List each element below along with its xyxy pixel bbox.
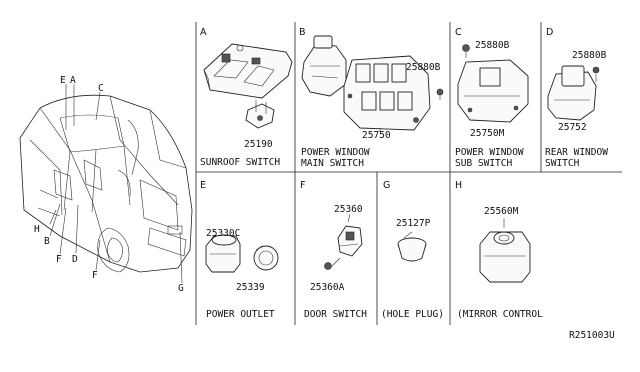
panel-B: B 25880B 25750 POWER WINDOW MAIN SWITCH xyxy=(299,27,444,169)
main-switch-illustration xyxy=(301,35,444,132)
callout-D: D xyxy=(72,254,78,265)
callout-B: B xyxy=(44,236,50,247)
hole-plug-illustration xyxy=(397,231,427,262)
panel-A-caption: SUNROOF SWITCH xyxy=(200,157,280,168)
part-number-25750M: 25750M xyxy=(470,128,505,139)
panel-D: D 25880B 25752 REAR WINDOW SWITCH xyxy=(545,27,608,169)
mirror-control-illustration xyxy=(479,218,531,283)
panel-F-caption: DOOR SWITCH xyxy=(304,309,367,320)
sub-switch-illustration xyxy=(457,44,529,123)
part-number-25339: 25339 xyxy=(236,282,265,293)
power-outlet-illustration xyxy=(205,234,279,273)
panel-C: C 25880B 25750M POWER WINDOW SUB SWITCH xyxy=(455,27,529,169)
panel-C-caption-line1: POWER WINDOW xyxy=(455,147,524,158)
part-number-25880B-main: 25880B xyxy=(406,62,441,73)
panel-F-letter: F xyxy=(300,180,305,191)
callout-G: G xyxy=(178,283,184,294)
sunroof-switch-illustration xyxy=(203,43,293,129)
callout-C: C xyxy=(98,83,104,94)
diagram-code: R251003U xyxy=(569,330,615,341)
part-number-25360A: 25360A xyxy=(310,282,345,293)
part-number-25330C: 25330C xyxy=(206,228,240,239)
callout-E: E xyxy=(60,75,66,86)
part-number-25360: 25360 xyxy=(334,204,363,215)
panel-A-letter: A xyxy=(200,27,207,38)
panel-E: E 25330C 25339 POWER OUTLET xyxy=(200,180,279,320)
part-number-25880B-sub: 25880B xyxy=(475,40,510,51)
panel-G: G 25127P (HOLE PLUG) xyxy=(381,180,444,320)
panel-H-caption: (MIRROR CONTROL xyxy=(457,309,543,320)
part-number-25560M: 25560M xyxy=(484,206,519,217)
vehicle-overview-illustration xyxy=(19,84,193,284)
panel-B-caption-line1: POWER WINDOW xyxy=(301,147,370,158)
panel-H-letter: H xyxy=(455,180,462,191)
part-number-25190: 25190 xyxy=(244,139,273,150)
callout-A: A xyxy=(70,75,76,86)
panel-G-caption: (HOLE PLUG) xyxy=(381,309,444,320)
panel-F: F 25360 25360A DOOR SWITCH xyxy=(300,180,367,320)
part-number-25880B-rear: 25880B xyxy=(572,50,607,61)
part-number-25752: 25752 xyxy=(558,122,587,133)
panel-E-caption: POWER OUTLET xyxy=(206,309,275,320)
callout-F-front: F xyxy=(56,254,62,265)
panel-G-letter: G xyxy=(383,180,390,191)
part-number-25127P: 25127P xyxy=(396,218,431,229)
door-switch-illustration xyxy=(324,213,363,270)
rear-switch-illustration xyxy=(547,65,600,121)
panel-D-letter: D xyxy=(546,27,553,38)
callout-F-rear: F xyxy=(92,270,98,281)
callout-H: H xyxy=(34,224,40,235)
panel-C-letter: C xyxy=(455,27,462,38)
panel-B-letter: B xyxy=(299,27,306,38)
part-number-25750: 25750 xyxy=(362,130,391,141)
vehicle-callouts: E A C D H B F F G xyxy=(34,75,184,294)
panel-E-letter: E xyxy=(200,180,206,191)
panel-H: H 25560M (MIRROR CONTROL xyxy=(455,180,543,320)
panel-C-caption-line2: SUB SWITCH xyxy=(455,158,512,169)
panel-D-caption-line2: SWITCH xyxy=(545,158,580,169)
panel-grid xyxy=(195,22,622,325)
panel-B-caption-line2: MAIN SWITCH xyxy=(301,158,364,169)
panel-D-caption-line1: REAR WINDOW xyxy=(545,147,608,158)
panel-A: A 25190 SUNROOF SWITCH xyxy=(200,27,293,168)
